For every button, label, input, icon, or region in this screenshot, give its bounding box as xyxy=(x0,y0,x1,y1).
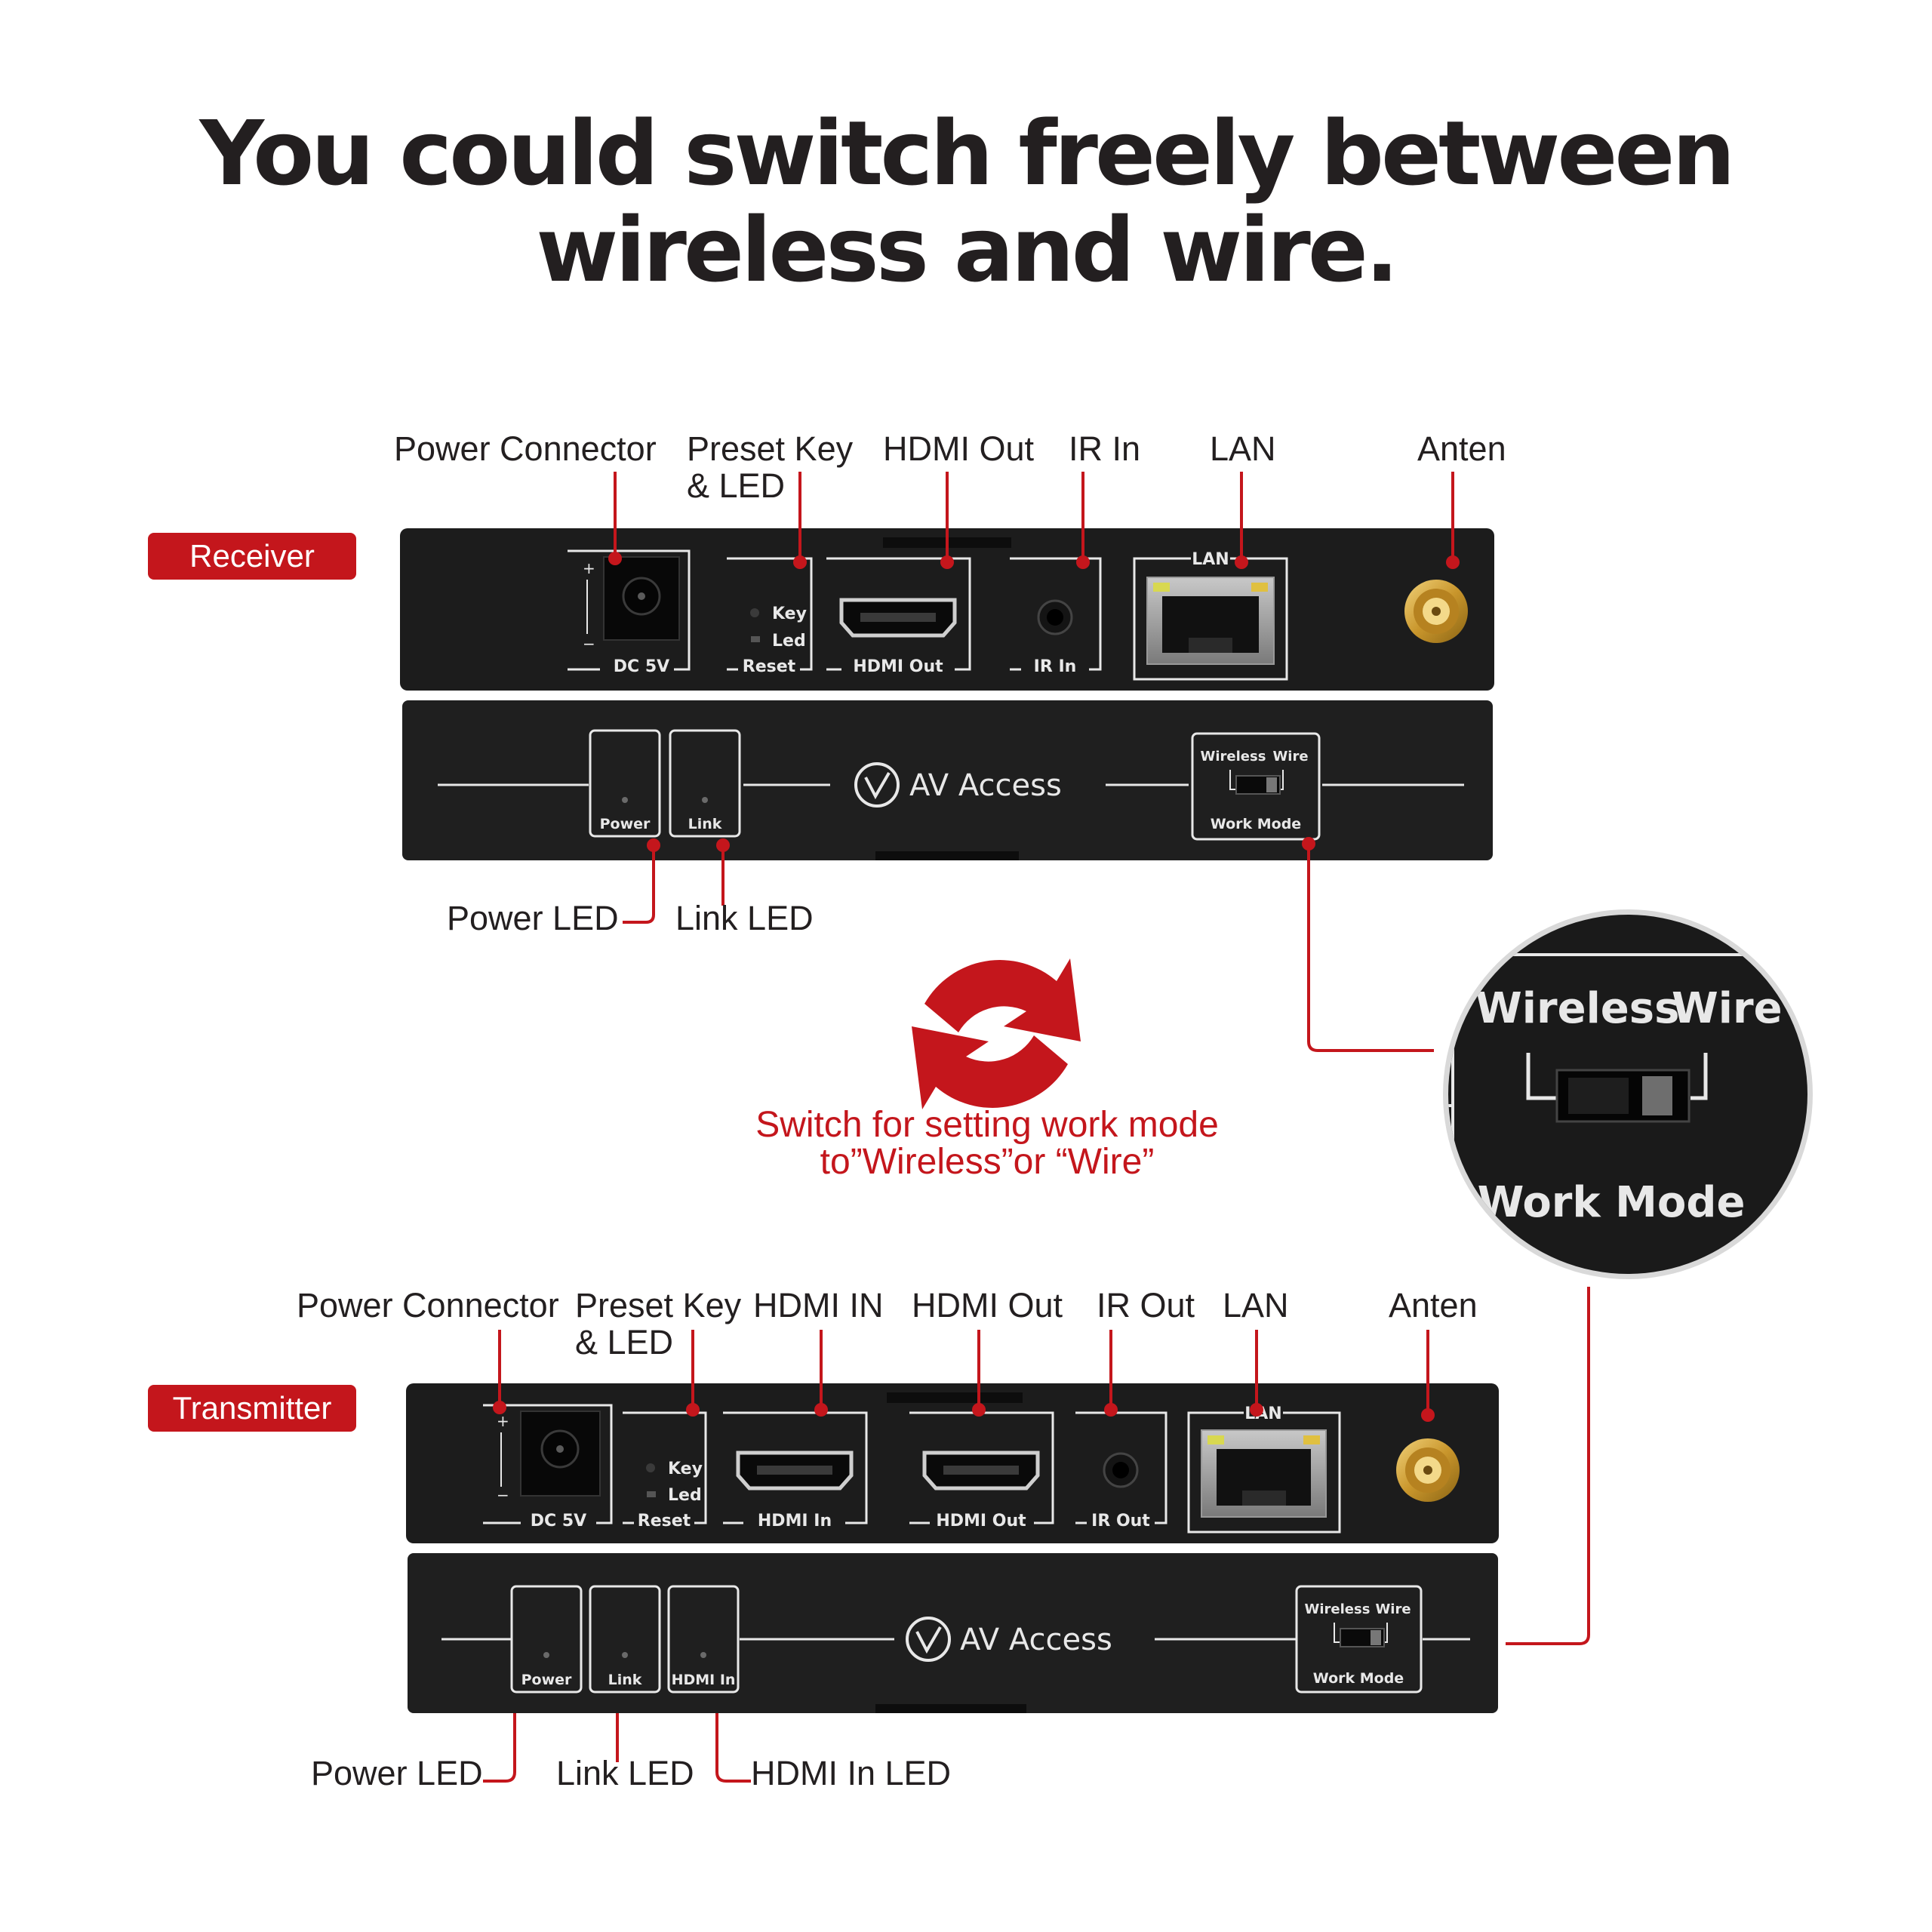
transmitter-power-led-callout: Power LED xyxy=(311,1754,483,1792)
receiver-preset-key-callout-2: & LED xyxy=(687,466,786,505)
receiver-antenna-connector xyxy=(1404,580,1468,643)
transmitter-link-led-box: Link xyxy=(589,1585,661,1694)
transmitter-power-label: Power xyxy=(521,1672,572,1688)
transmitter-wireless-label: Wireless xyxy=(1305,1601,1371,1617)
receiver-work-mode-switch[interactable]: Wireless Wire Work Mode xyxy=(1191,732,1321,841)
transmitter-brand-text: AV Access xyxy=(960,1623,1112,1657)
receiver-dc-port: + − DC 5V xyxy=(568,549,691,676)
transmitter-hdmi-in-led-callout: HDMI In LED xyxy=(751,1754,952,1792)
transmitter-power-connector-callout: Power Connector xyxy=(297,1286,559,1324)
transmitter-preset-key: Key Led Reset xyxy=(623,1411,707,1531)
receiver-link-led-box: Link xyxy=(669,729,741,838)
receiver-ir-in-port: IR In xyxy=(1010,557,1102,676)
svg-text:+: + xyxy=(497,1412,509,1430)
receiver-brand-logo: AV Access xyxy=(854,762,1062,808)
receiver-led-label: Led xyxy=(772,632,806,651)
transmitter-lan-callout: LAN xyxy=(1223,1286,1289,1324)
switch-cycle-icon xyxy=(912,958,1081,1109)
transmitter-dc-port: + − DC 5V xyxy=(483,1404,613,1531)
receiver-dc-label: DC 5V xyxy=(614,657,669,676)
receiver-callout-dots xyxy=(608,552,1460,852)
transmitter-link-label: Link xyxy=(608,1672,642,1688)
receiver-lan-port: LAN xyxy=(1133,550,1288,681)
transmitter-hdmi-in-callout: HDMI IN xyxy=(753,1286,884,1324)
receiver-power-connector-callout: Power Connector xyxy=(394,429,657,468)
receiver-brand-text: AV Access xyxy=(909,768,1062,803)
switch-note-line-2: to”Wireless”or “Wire” xyxy=(820,1142,1155,1182)
receiver-key-button[interactable] xyxy=(750,608,759,617)
svg-text:−: − xyxy=(497,1486,509,1504)
switch-note-line-1: Switch for setting work mode xyxy=(755,1105,1219,1145)
transmitter-work-mode-switch[interactable]: Wireless Wire Work Mode xyxy=(1295,1585,1423,1694)
receiver-device: + − DC 5V Key Led Reset HDMI Out xyxy=(400,528,1494,860)
zoom-work-mode-label: Work Mode xyxy=(1478,1178,1746,1227)
receiver-callout-lines xyxy=(614,472,1454,1052)
transmitter-lan-port: LAN xyxy=(1187,1404,1341,1534)
transmitter-hdmi-out-label: HDMI Out xyxy=(936,1512,1026,1531)
receiver-key-label: Key xyxy=(772,605,807,623)
transmitter-key-button[interactable] xyxy=(646,1463,655,1472)
receiver-reset-label: Reset xyxy=(743,657,796,676)
headline-line-1: You could switch freely between xyxy=(199,101,1736,205)
transmitter-hdmi-in-led-box: HDMI In xyxy=(667,1585,740,1694)
transmitter-device: + − DC 5V Key Led Reset HDMI In xyxy=(406,1383,1499,1713)
svg-text:−: − xyxy=(583,635,595,653)
receiver-ir-in-callout: IR In xyxy=(1069,429,1141,468)
transmitter-tag: Transmitter xyxy=(148,1385,356,1432)
receiver-wireless-label: Wireless xyxy=(1201,749,1266,764)
transmitter-hdmi-in-led-label: HDMI In xyxy=(672,1672,736,1688)
transmitter-callout-dots xyxy=(493,1401,1435,1422)
receiver-power-led-box: Power xyxy=(589,729,661,838)
transmitter-ir-out-port: IR Out xyxy=(1075,1411,1168,1531)
work-mode-zoom-view: Wireless Wire Work Mode xyxy=(1443,909,1813,1279)
receiver-wire-label: Wire xyxy=(1272,749,1308,764)
transmitter-preset-key-callout-2: & LED xyxy=(575,1323,674,1361)
transmitter-work-mode-label: Work Mode xyxy=(1313,1670,1404,1687)
zoom-wire-label: Wire xyxy=(1672,984,1783,1033)
zoom-wireless-label: Wireless xyxy=(1475,984,1679,1033)
transmitter-preset-key-callout-1: Preset Key xyxy=(575,1286,742,1324)
receiver-link-label: Link xyxy=(688,816,722,832)
transmitter-hdmi-out-port: HDMI Out xyxy=(909,1411,1054,1531)
transmitter-led-label: Led xyxy=(668,1486,702,1505)
receiver-link-led-callout: Link LED xyxy=(675,899,814,937)
transmitter-hdmi-in-port: HDMI In xyxy=(723,1411,868,1531)
transmitter-callout-lines xyxy=(483,1287,1590,1783)
transmitter-hdmi-in-label: HDMI In xyxy=(758,1512,832,1531)
headline-line-2: wireless and wire. xyxy=(536,198,1398,302)
receiver-work-mode-label: Work Mode xyxy=(1211,816,1301,832)
receiver-hdmi-out-callout: HDMI Out xyxy=(883,429,1035,468)
receiver-tag: Receiver xyxy=(148,533,356,580)
svg-text:+: + xyxy=(583,559,595,577)
receiver-hdmi-out-label: HDMI Out xyxy=(853,657,943,676)
receiver-hdmi-out-port: HDMI Out xyxy=(826,557,971,676)
transmitter-ir-out-label: IR Out xyxy=(1091,1512,1150,1531)
receiver-preset-key: Key Led Reset xyxy=(727,557,813,676)
receiver-front-panel xyxy=(402,700,1493,860)
receiver-power-led-callout: Power LED xyxy=(447,899,619,937)
receiver-anten-callout: Anten xyxy=(1417,429,1506,468)
transmitter-hdmi-out-callout: HDMI Out xyxy=(912,1286,1063,1324)
transmitter-dc-label: DC 5V xyxy=(531,1512,586,1531)
transmitter-link-led-callout: Link LED xyxy=(556,1754,694,1792)
receiver-power-label: Power xyxy=(600,816,651,832)
transmitter-reset-label: Reset xyxy=(638,1512,691,1531)
transmitter-key-label: Key xyxy=(668,1460,703,1478)
transmitter-brand-logo: AV Access xyxy=(906,1617,1112,1662)
transmitter-antenna-connector xyxy=(1396,1438,1460,1502)
receiver-ir-in-label: IR In xyxy=(1034,657,1077,676)
receiver-preset-key-callout-1: Preset Key xyxy=(687,429,854,468)
transmitter-ir-out-callout: IR Out xyxy=(1097,1286,1195,1324)
transmitter-wire-label: Wire xyxy=(1375,1601,1411,1617)
transmitter-anten-callout: Anten xyxy=(1389,1286,1478,1324)
receiver-lan-label: LAN xyxy=(1192,550,1229,569)
transmitter-power-led-box: Power xyxy=(510,1585,583,1694)
receiver-lan-callout: LAN xyxy=(1210,429,1276,468)
transmitter-front-panel xyxy=(408,1553,1498,1713)
